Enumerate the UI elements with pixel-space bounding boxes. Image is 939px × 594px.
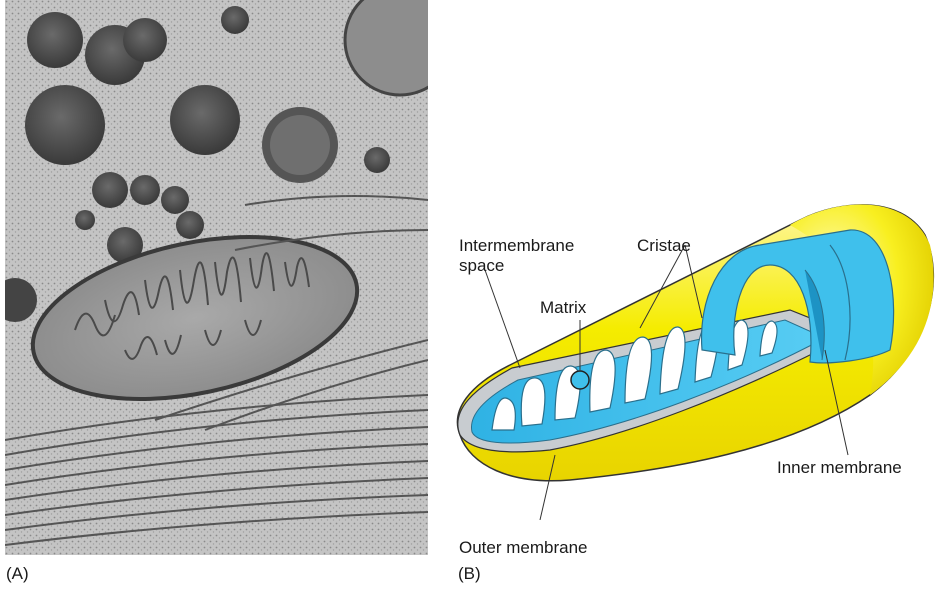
- matrix-marker: [571, 371, 589, 389]
- cristae-label: Cristae: [637, 236, 691, 256]
- electron-micrograph: [5, 0, 428, 555]
- outer-membrane-label: Outer membrane: [459, 538, 588, 558]
- panel-a-label: (A): [6, 564, 29, 584]
- intermembrane-label-line1: Intermembrane: [459, 236, 574, 256]
- panel-b-label: (B): [458, 564, 481, 584]
- matrix-label: Matrix: [540, 298, 586, 318]
- inner-membrane-label: Inner membrane: [777, 458, 902, 478]
- intermembrane-label: Intermembrane space: [459, 236, 574, 276]
- intermembrane-label-line2: space: [459, 256, 574, 276]
